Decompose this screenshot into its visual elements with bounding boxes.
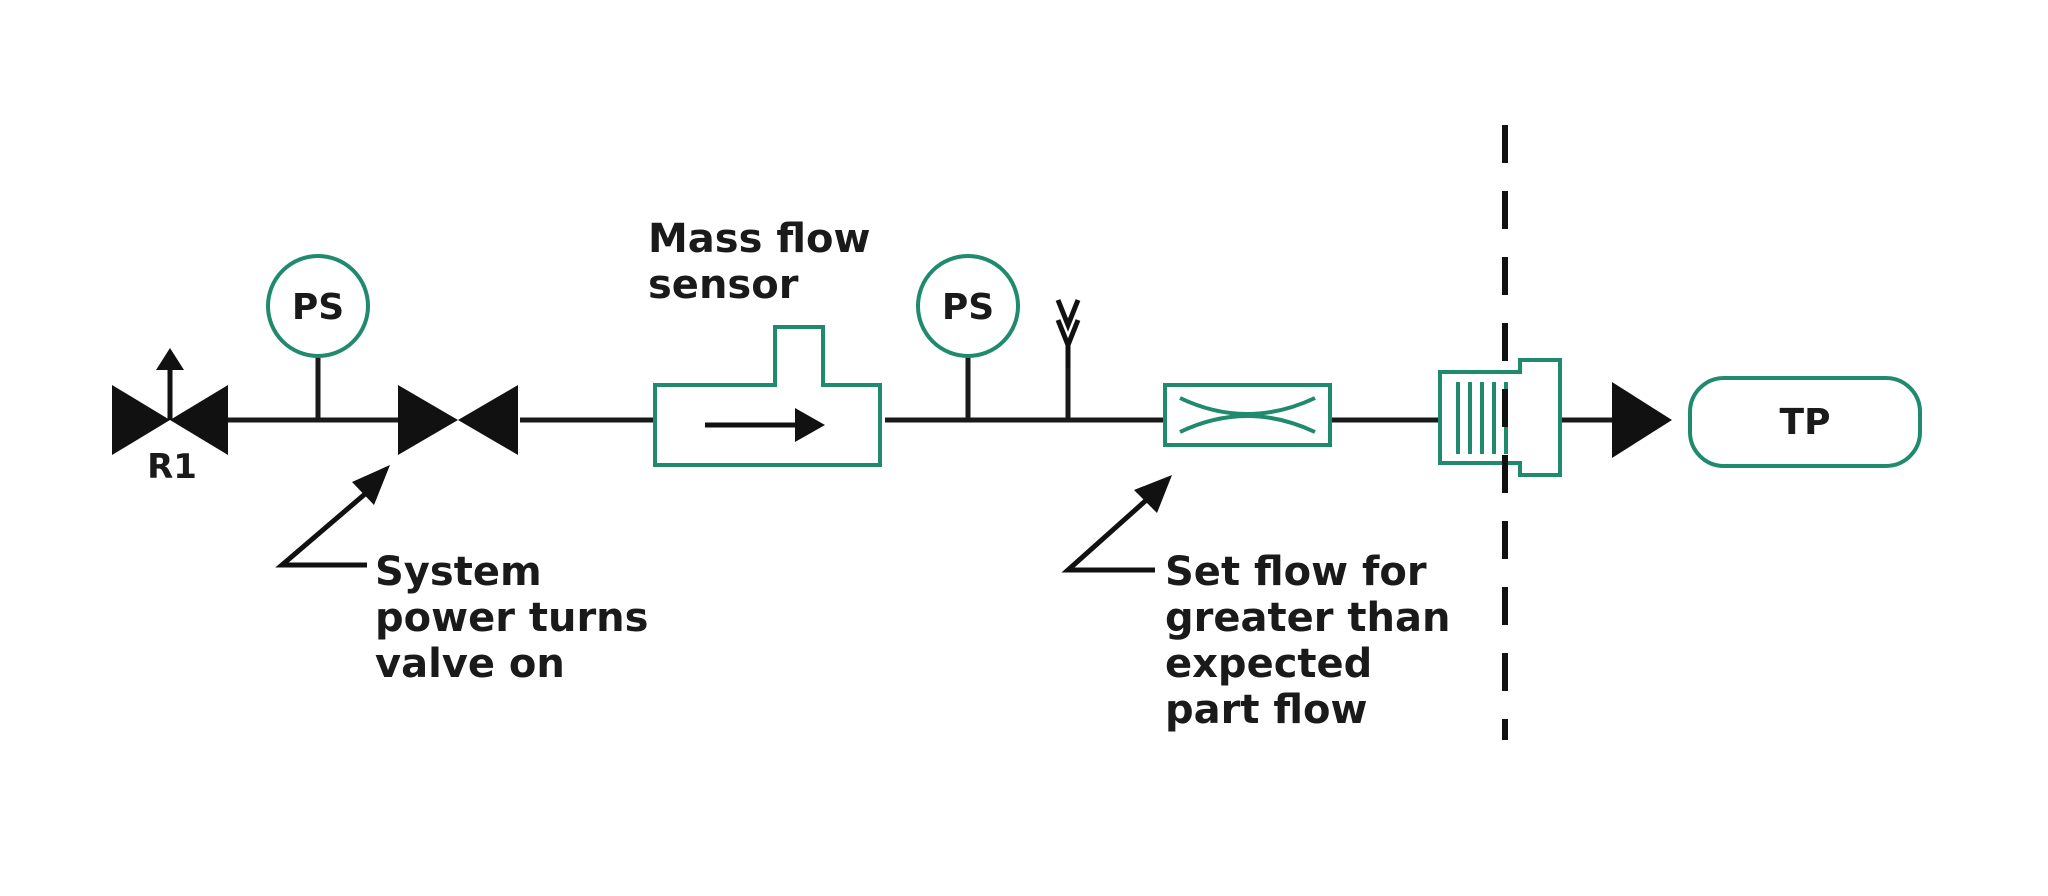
flow-arrow-to-test-part	[1612, 382, 1672, 458]
valve-note: System power turns valve on	[275, 465, 662, 687]
restrictor-note-text: Set flow for greater than expected part …	[1165, 549, 1464, 733]
pressure-sensor-1: PS	[266, 254, 370, 420]
pressure-sensor-2: PS	[916, 254, 1020, 420]
test-part-label: TP	[1780, 402, 1831, 443]
pressure-sensor-1-label: PS	[292, 287, 344, 328]
vent-tap	[1055, 299, 1081, 420]
mass-flow-sensor: Mass flow sensor	[648, 216, 884, 467]
restrictor-note: Set flow for greater than expected part …	[1061, 475, 1464, 733]
mass-flow-sensor-label: Mass flow sensor	[648, 216, 884, 308]
pressure-sensor-2-label: PS	[942, 287, 994, 328]
test-part: TP	[1688, 376, 1922, 468]
flow-restrictor	[1163, 383, 1332, 447]
regulator-r1: R1	[112, 348, 228, 487]
valve-note-text: System power turns valve on	[375, 549, 662, 687]
solenoid-valve	[398, 385, 518, 455]
regulator-label: R1	[147, 447, 197, 487]
filter-connector	[1438, 358, 1562, 477]
